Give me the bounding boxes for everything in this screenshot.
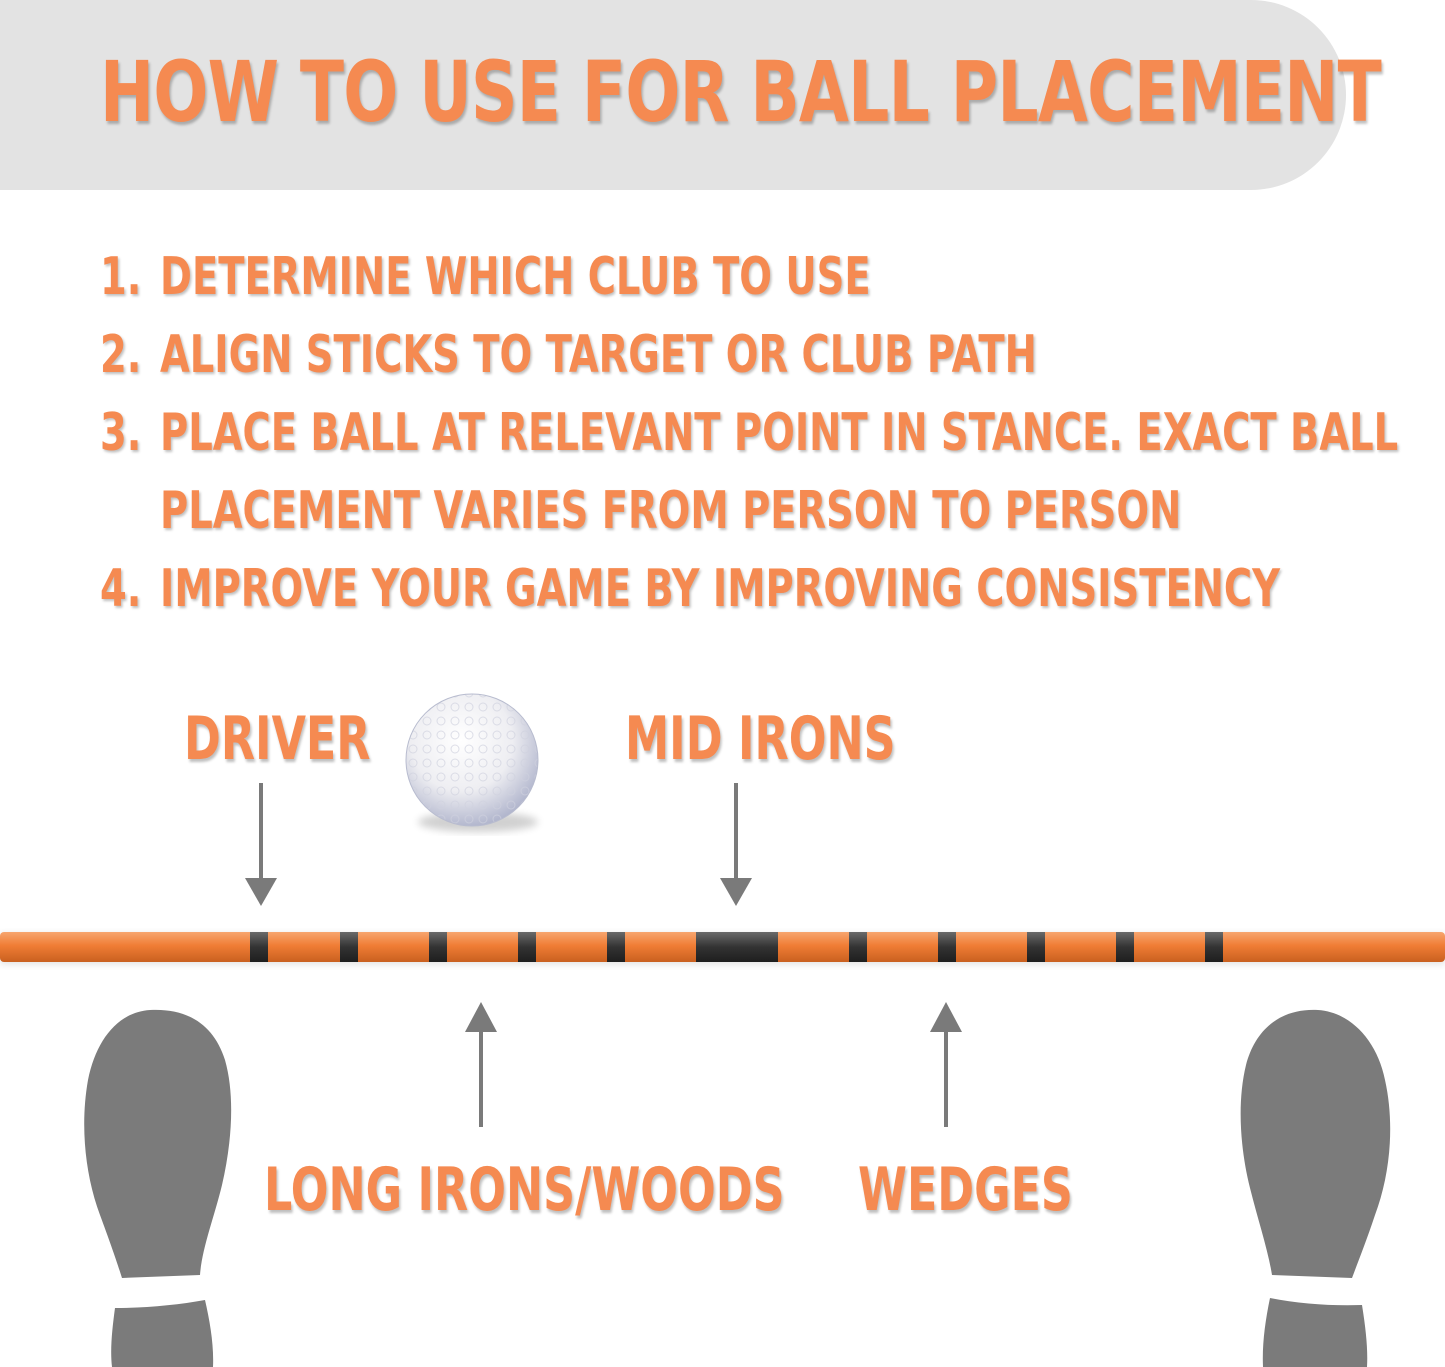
label-mid-irons: MID IRONS <box>625 704 896 774</box>
label-long-irons-woods: LONG IRONS/WOODS <box>264 1155 785 1225</box>
stick-band <box>938 932 956 962</box>
step-number: 2. <box>100 325 142 385</box>
label-wedges: WEDGES <box>858 1155 1073 1225</box>
step-number: 4. <box>100 559 142 619</box>
steps-list: 1. DETERMINE WHICH CLUB TO USE 2. ALIGN … <box>100 238 1400 628</box>
stick-band <box>607 932 625 962</box>
left-footprint-icon <box>84 1009 232 1367</box>
step-text: IMPROVE YOUR GAME BY IMPROVING CONSISTEN… <box>160 550 1280 628</box>
stick-band <box>429 932 447 962</box>
stick-band <box>696 932 778 962</box>
arrow-up-wedges-icon <box>930 1002 962 1127</box>
step-line: DETERMINE WHICH CLUB TO USE <box>160 247 871 307</box>
step-number: 1. <box>100 247 142 307</box>
stick-band <box>250 932 268 962</box>
step-line: ALIGN STICKS TO TARGET OR CLUB PATH <box>160 325 1037 385</box>
alignment-stick <box>0 932 1445 964</box>
golf-ball-icon <box>405 693 539 832</box>
right-footprint-icon <box>1240 1009 1391 1367</box>
step-item: 3. PLACE BALL AT RELEVANT POINT IN STANC… <box>100 394 1400 550</box>
step-line: PLACE BALL AT RELEVANT POINT IN STANCE. … <box>160 403 1399 463</box>
label-driver: DRIVER <box>184 704 371 774</box>
arrow-down-mid-irons-icon <box>720 783 752 906</box>
header-banner <box>0 0 1346 190</box>
step-item: 4. IMPROVE YOUR GAME BY IMPROVING CONSIS… <box>100 550 1400 628</box>
stick-band <box>1116 932 1134 962</box>
stick-band <box>1027 932 1045 962</box>
stick-band <box>849 932 867 962</box>
arrow-up-long-irons-icon <box>465 1002 497 1127</box>
stick-bands <box>250 932 1223 962</box>
stick-band <box>518 932 536 962</box>
step-text: PLACE BALL AT RELEVANT POINT IN STANCE. … <box>160 394 1398 550</box>
step-text: ALIGN STICKS TO TARGET OR CLUB PATH <box>160 316 1037 394</box>
step-number: 3. <box>100 403 142 463</box>
step-item: 1. DETERMINE WHICH CLUB TO USE <box>100 238 1400 316</box>
step-line: PLACEMENT VARIES FROM PERSON TO PERSON <box>160 481 1182 541</box>
step-line: IMPROVE YOUR GAME BY IMPROVING CONSISTEN… <box>160 559 1281 619</box>
step-text: DETERMINE WHICH CLUB TO USE <box>160 238 871 316</box>
stick-band <box>340 932 358 962</box>
page-title: HOW TO USE FOR BALL PLACEMENT <box>100 43 1382 141</box>
step-item: 2. ALIGN STICKS TO TARGET OR CLUB PATH <box>100 316 1400 394</box>
arrow-down-driver-icon <box>245 783 277 906</box>
stick-band <box>1205 932 1223 962</box>
